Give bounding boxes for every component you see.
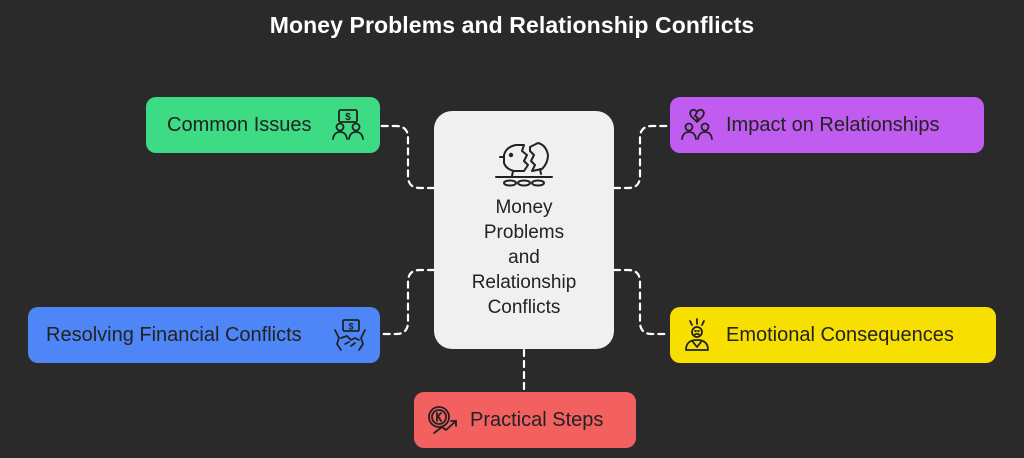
node-practical-steps: Practical Steps	[414, 392, 636, 448]
central-topic-line: Conflicts	[487, 297, 561, 318]
node-common-issues-label: Common Issues	[167, 114, 312, 136]
connector-impact	[612, 124, 671, 190]
svg-text:$: $	[348, 322, 353, 332]
stressed-person-icon	[685, 318, 709, 351]
connector-emotional	[612, 268, 671, 336]
node-emotional-label: Emotional Consequences	[726, 324, 954, 346]
node-resolving-financial-conflicts: Resolving Financial Conflicts $	[28, 307, 380, 363]
broken-heart-couple-icon	[681, 108, 713, 140]
money-bill-people-icon: $	[332, 109, 364, 140]
node-impact-label: Impact on Relationships	[726, 114, 940, 136]
node-emotional-consequences: Emotional Consequences	[670, 307, 996, 363]
central-topic-line: Relationship	[471, 272, 577, 293]
central-topic-line: and	[508, 247, 540, 268]
node-practical-label: Practical Steps	[470, 409, 604, 431]
connector-resolving	[379, 268, 436, 336]
svg-text:$: $	[345, 112, 351, 123]
money-handshake-icon: $	[334, 319, 366, 351]
diagram-title: Money Problems and Relationship Conflict…	[269, 12, 755, 38]
node-common-issues: Common Issues $	[146, 97, 380, 153]
node-resolving-label: Resolving Financial Conflicts	[46, 324, 302, 346]
broken-piggy-bank-icon	[495, 142, 553, 187]
central-topic-line: Problems	[483, 222, 565, 243]
money-growth-arrow-icon	[428, 406, 457, 434]
central-topic-text: Money Problems and Relationship Conflict…	[434, 195, 614, 320]
central-topic-box: Money Problems and Relationship Conflict…	[434, 111, 614, 349]
node-impact-on-relationships: Impact on Relationships	[670, 97, 984, 153]
connector-common-issues	[379, 124, 436, 190]
central-topic-line: Money	[495, 197, 553, 218]
